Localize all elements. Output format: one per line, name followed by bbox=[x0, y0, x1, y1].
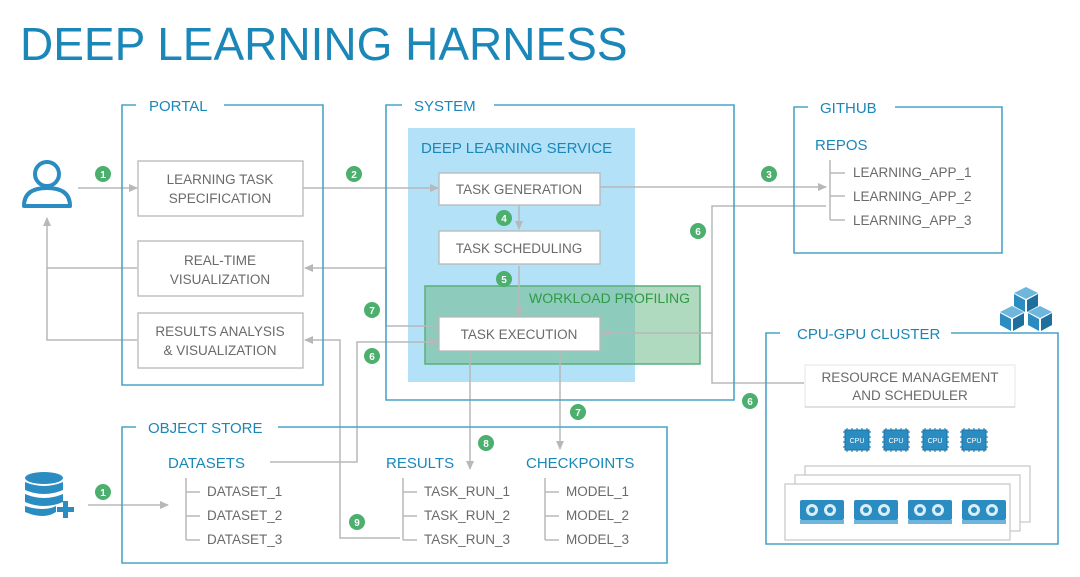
step-badge: 8 bbox=[478, 435, 494, 451]
svg-text:2: 2 bbox=[351, 170, 357, 181]
task-spec-line1: LEARNING TASK bbox=[167, 172, 274, 187]
workload-profiling-label: WORKLOAD PROFILING bbox=[529, 290, 690, 306]
svg-text:4: 4 bbox=[501, 214, 507, 225]
results-analysis-line1: RESULTS ANALYSIS bbox=[155, 324, 284, 339]
resource-management-box bbox=[804, 364, 1016, 408]
step-badge: 2 bbox=[346, 166, 362, 182]
results-label: RESULTS bbox=[386, 455, 454, 472]
step-badge: 4 bbox=[496, 210, 512, 226]
gpu-card-icon bbox=[800, 500, 844, 524]
github-label: GITHUB bbox=[820, 100, 877, 117]
portal-frame bbox=[121, 104, 324, 386]
realtime-box bbox=[137, 240, 304, 297]
system-label: SYSTEM bbox=[414, 98, 476, 115]
task-spec-box bbox=[137, 160, 304, 217]
task-spec-line2: SPECIFICATION bbox=[169, 191, 272, 206]
dataset-item: DATASET_2 bbox=[207, 508, 282, 523]
task-scheduling-box bbox=[438, 230, 601, 265]
gpu-card-icon bbox=[908, 500, 952, 524]
page-title: DEEP LEARNING HARNESS bbox=[20, 18, 628, 70]
step-badge: 1 bbox=[95, 166, 111, 182]
repos-label: REPOS bbox=[815, 137, 868, 154]
step-badges: 1 2 3 4 5 6 7 6 6 7 8 9 1 bbox=[95, 166, 777, 530]
repo-item: LEARNING_APP_1 bbox=[853, 165, 972, 180]
task-generation-text: TASK GENERATION bbox=[456, 182, 582, 197]
checkpoint-item: MODEL_1 bbox=[566, 484, 629, 499]
dataset-item: DATASET_1 bbox=[207, 484, 282, 499]
task-scheduling-text: TASK SCHEDULING bbox=[456, 241, 583, 256]
svg-text:CPU: CPU bbox=[889, 438, 904, 445]
step-badge: 6 bbox=[690, 223, 706, 239]
gpu-rack bbox=[784, 465, 1031, 541]
task-generation-box bbox=[438, 172, 601, 206]
cpu-chip-icon: CPU bbox=[960, 428, 988, 452]
checkpoint-item: MODEL_2 bbox=[566, 508, 629, 523]
task-execution-text: TASK EXECUTION bbox=[461, 327, 578, 342]
cpu-row: CPU CPU CPU CPU bbox=[843, 428, 988, 452]
cpu-chip-icon: CPU bbox=[843, 428, 871, 452]
database-add-icon bbox=[25, 472, 74, 518]
connections bbox=[43, 160, 845, 541]
object-store-frame bbox=[121, 426, 668, 564]
svg-text:8: 8 bbox=[483, 439, 489, 450]
github-frame bbox=[793, 106, 1003, 254]
cluster-frame bbox=[765, 332, 1059, 545]
step-badge: 6 bbox=[364, 348, 380, 364]
result-item: TASK_RUN_1 bbox=[424, 484, 510, 499]
result-item: TASK_RUN_2 bbox=[424, 508, 510, 523]
results-analysis-line2: & VISUALIZATION bbox=[163, 343, 276, 358]
step-badge: 3 bbox=[761, 166, 777, 182]
step-badge: 7 bbox=[570, 404, 586, 420]
cubes-icon bbox=[1000, 287, 1052, 331]
svg-text:9: 9 bbox=[354, 518, 360, 529]
svg-text:5: 5 bbox=[501, 275, 507, 286]
cpu-chip-icon: CPU bbox=[882, 428, 910, 452]
step-badge: 6 bbox=[742, 393, 758, 409]
task-execution-box bbox=[438, 316, 601, 352]
system-frame bbox=[385, 104, 735, 401]
object-store-label: OBJECT STORE bbox=[148, 420, 262, 437]
svg-text:6: 6 bbox=[369, 352, 375, 363]
resource-mgmt-line1: RESOURCE MANAGEMENT bbox=[821, 370, 998, 385]
realtime-line1: REAL-TIME bbox=[184, 253, 256, 268]
svg-text:3: 3 bbox=[766, 170, 772, 181]
datasets-label: DATASETS bbox=[168, 455, 245, 472]
deep-learning-service-label: DEEP LEARNING SERVICE bbox=[421, 140, 612, 157]
realtime-line2: VISUALIZATION bbox=[170, 272, 270, 287]
checkpoint-item: MODEL_3 bbox=[566, 532, 629, 547]
svg-text:CPU: CPU bbox=[928, 438, 943, 445]
result-item: TASK_RUN_3 bbox=[424, 532, 510, 547]
resource-mgmt-line2: AND SCHEDULER bbox=[852, 388, 968, 403]
user-icon bbox=[22, 160, 72, 208]
step-badge: 5 bbox=[496, 271, 512, 287]
portal-label: PORTAL bbox=[149, 98, 208, 115]
svg-text:7: 7 bbox=[575, 408, 581, 419]
svg-text:1: 1 bbox=[100, 170, 106, 181]
cluster-label: CPU-GPU CLUSTER bbox=[797, 326, 941, 343]
repo-item: LEARNING_APP_3 bbox=[853, 213, 972, 228]
step-badge: 9 bbox=[349, 514, 365, 530]
step-badge: 7 bbox=[364, 302, 380, 318]
svg-text:CPU: CPU bbox=[967, 438, 982, 445]
step-badge: 1 bbox=[95, 484, 111, 500]
gpu-card-icon bbox=[854, 500, 898, 524]
svg-text:6: 6 bbox=[695, 227, 701, 238]
svg-text:7: 7 bbox=[369, 306, 375, 317]
repo-item: LEARNING_APP_2 bbox=[853, 189, 972, 204]
svg-text:6: 6 bbox=[747, 397, 753, 408]
svg-text:1: 1 bbox=[100, 488, 106, 499]
results-analysis-box bbox=[137, 312, 304, 369]
svg-text:CPU: CPU bbox=[850, 438, 865, 445]
checkpoints-label: CHECKPOINTS bbox=[526, 455, 634, 472]
cpu-chip-icon: CPU bbox=[921, 428, 949, 452]
dataset-item: DATASET_3 bbox=[207, 532, 282, 547]
gpu-card-icon bbox=[962, 500, 1006, 524]
